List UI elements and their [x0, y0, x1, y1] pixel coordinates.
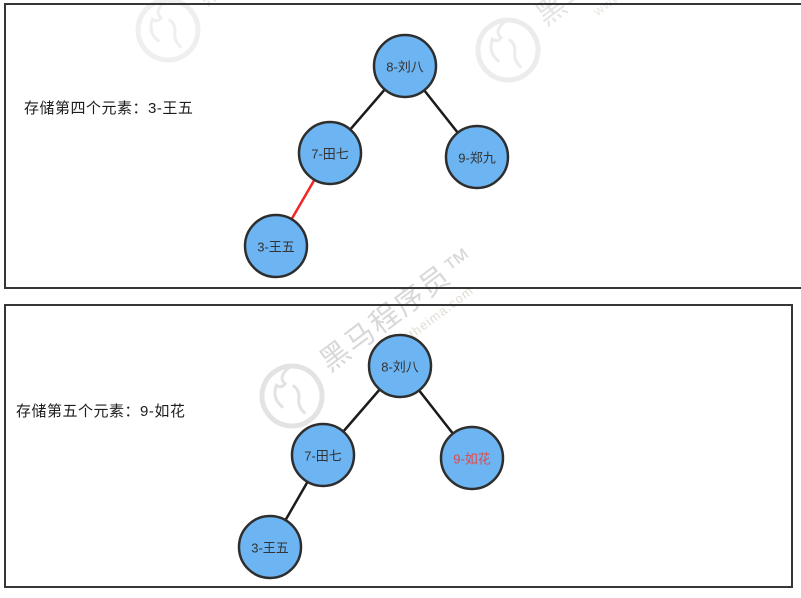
panel-step-4: 存储第四个元素：3-王五 8-刘八 7-田七 9-郑九 3-王五 [4, 3, 801, 289]
node-label: 3-王五 [257, 240, 295, 255]
node-circle [297, 120, 363, 186]
node-label: 7-田七 [304, 449, 342, 464]
node-circle [237, 514, 303, 580]
tree-node-left-left-new: 3-王五 [243, 213, 309, 279]
node-circle [372, 33, 438, 99]
binary-tree-step-5: 8-刘八 7-田七 9-如花 3-王五 [237, 333, 505, 580]
panel-caption: 存储第四个元素：3-王五 [24, 100, 194, 117]
panel-caption: 存储第五个元素：9-如花 [16, 403, 186, 420]
node-circle [243, 213, 309, 279]
tree-node-left-left: 3-王五 [237, 514, 303, 580]
node-circle [439, 425, 505, 491]
node-label: 8-刘八 [381, 360, 419, 375]
tree-node-root: 8-刘八 [372, 33, 438, 99]
node-label: 8-刘八 [386, 60, 424, 75]
tree-node-right-new: 9-如花 [439, 425, 505, 491]
panel-step-5: 存储第五个元素：9-如花 8-刘八 7-田七 9-如花 3-王五 [4, 304, 793, 588]
node-label-highlight: 9-如花 [453, 452, 491, 467]
tree-node-right: 9-郑九 [444, 124, 510, 190]
binary-tree-step-4: 8-刘八 7-田七 9-郑九 3-王五 [243, 33, 510, 279]
node-circle [367, 333, 433, 399]
tree-node-left: 7-田七 [297, 120, 363, 186]
tree-node-left: 7-田七 [290, 422, 356, 488]
tree-node-root: 8-刘八 [367, 333, 433, 399]
node-circle [444, 124, 510, 190]
node-label: 3-王五 [251, 541, 289, 556]
node-label: 7-田七 [311, 147, 349, 162]
node-label: 9-郑九 [458, 151, 496, 166]
